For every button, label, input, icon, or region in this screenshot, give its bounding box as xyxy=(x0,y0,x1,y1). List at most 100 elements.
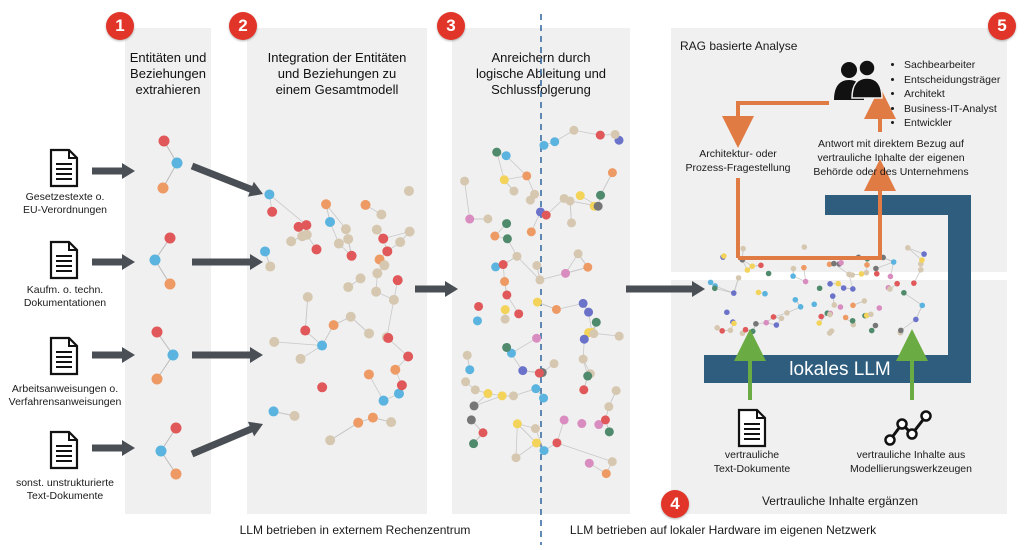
graph-node xyxy=(762,290,768,297)
graph-node xyxy=(831,302,838,308)
graph-node xyxy=(466,415,476,425)
graph-node xyxy=(469,401,479,411)
graph-node xyxy=(151,326,163,338)
graph-node xyxy=(343,282,354,293)
graph-node xyxy=(502,219,512,229)
graph-node xyxy=(730,290,737,296)
graph-node xyxy=(601,469,611,479)
graph-node xyxy=(532,297,542,307)
graph-node xyxy=(749,328,756,335)
graph-node xyxy=(742,326,749,333)
graph-node xyxy=(868,311,874,318)
role-item: Architekt xyxy=(904,87,1020,102)
graph-node xyxy=(835,280,842,287)
graph-node xyxy=(911,280,917,286)
graph-node xyxy=(561,268,571,278)
graph-node xyxy=(792,296,799,303)
graph-node xyxy=(170,422,182,434)
graph-node xyxy=(317,340,328,351)
graph-node xyxy=(550,137,560,147)
arrow-right-icon xyxy=(190,421,263,458)
graph-node xyxy=(719,328,725,334)
graph-node xyxy=(151,373,163,385)
doc-label-gesetze: Gesetzestexte o.EU-Verordnungen xyxy=(22,191,108,216)
graph-node xyxy=(753,321,759,327)
local-llm-network-label: LLM betrieben auf lokaler Hardware im ei… xyxy=(569,523,877,537)
graph-node xyxy=(831,260,837,267)
graph-node xyxy=(579,385,589,395)
graph-node xyxy=(403,185,414,196)
panel-step2 xyxy=(247,28,427,514)
graph-node xyxy=(393,388,404,399)
people-icon xyxy=(834,59,883,100)
graph-node xyxy=(367,412,378,423)
arrow-right-icon xyxy=(92,347,135,363)
graph-node xyxy=(500,314,510,324)
graph-node xyxy=(711,285,718,292)
graph-node xyxy=(565,196,575,206)
graph-node xyxy=(522,171,532,181)
graph-node xyxy=(514,309,524,319)
graph-node xyxy=(378,233,389,244)
graph-node xyxy=(578,354,588,364)
graph-node xyxy=(876,305,883,311)
graph-node xyxy=(328,320,339,331)
graph-node xyxy=(340,224,351,235)
graph-node xyxy=(773,322,780,328)
graph-node xyxy=(829,293,836,299)
rag-arrows xyxy=(722,87,896,260)
graph-node xyxy=(502,234,512,244)
graph-node xyxy=(827,281,833,287)
graph-node xyxy=(583,371,593,381)
graph-node xyxy=(905,245,911,251)
graph-node xyxy=(499,175,509,185)
graph-node xyxy=(355,273,366,284)
graph-node xyxy=(363,369,374,380)
graph-node xyxy=(534,368,544,378)
panel-step1 xyxy=(125,28,211,514)
graph-node xyxy=(460,176,470,186)
graph-node xyxy=(790,273,796,279)
graph-node xyxy=(333,238,344,249)
graph-node xyxy=(583,262,593,272)
graph-node xyxy=(921,251,927,257)
graph-node xyxy=(735,275,742,281)
graph-node xyxy=(511,453,521,463)
graph-node xyxy=(353,417,364,428)
graph-node xyxy=(508,391,518,401)
graph-node xyxy=(802,278,809,285)
graph-node xyxy=(919,302,926,309)
graph-node xyxy=(483,214,493,224)
graph-node xyxy=(378,395,389,406)
external-llm-label: LLM betrieben in externem Rechenzentrum xyxy=(239,523,471,537)
arrow-right-icon xyxy=(415,281,458,297)
graph-node xyxy=(404,226,415,237)
arrow-right-icon xyxy=(92,254,135,270)
graph-node xyxy=(512,419,522,429)
graph-node xyxy=(376,209,387,220)
graph-node xyxy=(724,309,730,316)
graph-node xyxy=(721,253,727,259)
graph-node xyxy=(589,329,599,339)
graph-node xyxy=(461,377,471,387)
graph-node xyxy=(614,331,624,341)
graph-node xyxy=(595,130,605,140)
badge-5: 5 xyxy=(988,12,1016,40)
graph-node xyxy=(267,206,278,217)
graph-node xyxy=(607,168,617,178)
doc-label-kaufm: Kaufm. o. techn.Dokumentationen xyxy=(23,284,107,309)
graph-node xyxy=(325,217,336,228)
graph-node xyxy=(858,271,865,277)
arrow-right-icon xyxy=(192,347,263,363)
llm-frame-top xyxy=(825,195,971,215)
badge-1: 1 xyxy=(106,12,134,40)
role-item: Entscheidungsträger xyxy=(904,73,1020,88)
graph-node xyxy=(864,262,870,268)
graph-node xyxy=(155,445,167,457)
graph-node xyxy=(465,365,475,375)
graph-node xyxy=(816,320,823,326)
arrow-right-icon xyxy=(92,163,135,179)
badge-4: 4 xyxy=(661,490,689,518)
